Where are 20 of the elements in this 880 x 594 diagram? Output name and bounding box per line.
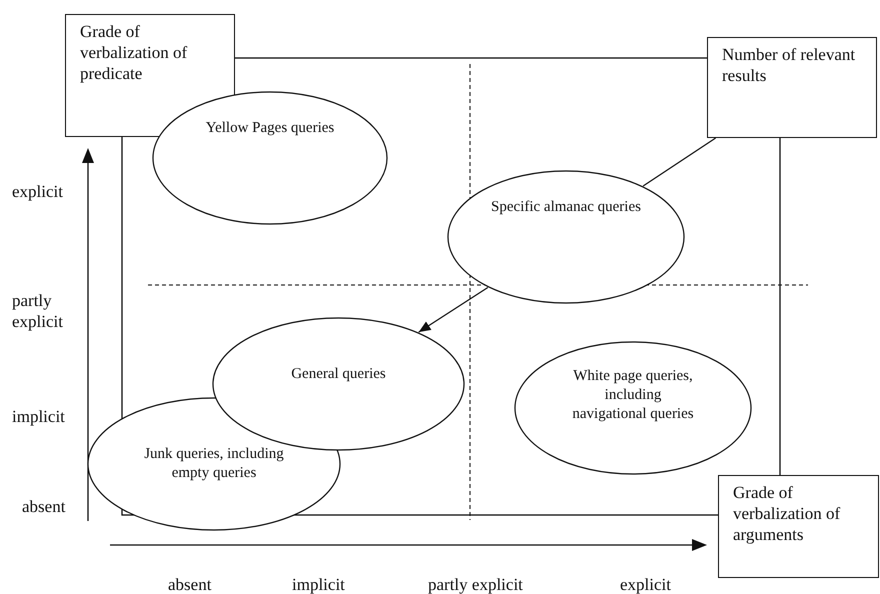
- axis-label: absent: [22, 496, 66, 517]
- oval-label: Specific almanac queries: [491, 198, 641, 217]
- oval-label: Yellow Pages queries: [205, 119, 335, 138]
- oval-label: Junk queries, including empty queries: [144, 445, 284, 483]
- axis-label: implicit: [292, 574, 345, 594]
- axis-label: explicit: [12, 181, 63, 202]
- label-box: [718, 475, 879, 578]
- axis-label: implicit: [12, 406, 65, 427]
- axis-label: partly explicit: [12, 290, 64, 332]
- oval-label: White page queries, including navigational queries: [571, 367, 695, 424]
- box-label: Number of relevant results: [722, 44, 856, 86]
- oval-label: General queries: [290, 365, 387, 384]
- axis-label: explicit: [620, 574, 671, 594]
- axis-label: partly explicit: [428, 574, 523, 594]
- box-label: Grade of verbalization of predicate: [80, 21, 188, 84]
- label-box: [707, 37, 877, 138]
- axis-label: absent: [168, 574, 212, 594]
- connector-line: [642, 138, 716, 186]
- arrow: [418, 287, 488, 333]
- box-label: Grade of verbalization of arguments: [733, 482, 842, 545]
